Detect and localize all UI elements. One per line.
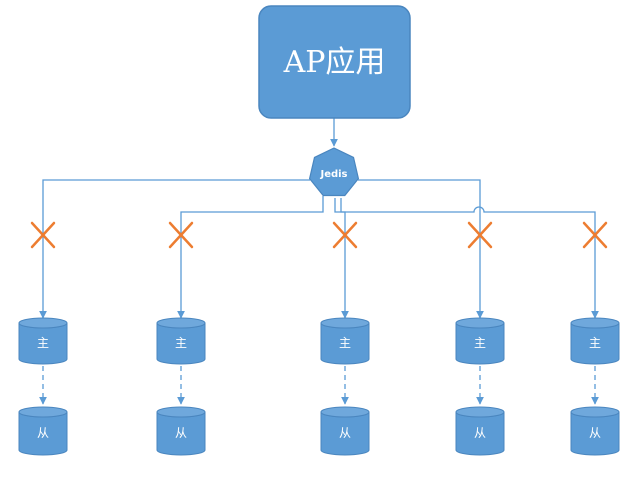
hub-to-master-connector-1	[39, 179, 310, 319]
slave-db-2-label: 从	[175, 426, 187, 440]
master-db-5: 主	[570, 317, 620, 365]
cross-mark-icon	[332, 221, 358, 249]
master-db-4: 主	[455, 317, 505, 365]
cross-mark-icon	[30, 221, 56, 249]
master-db-1: 主	[18, 317, 68, 365]
master-db-3: 主	[320, 317, 370, 365]
heptagon-icon	[308, 147, 360, 197]
master-db-1-label: 主	[37, 336, 49, 350]
cross-mark-icon	[168, 221, 194, 249]
slave-db-5-label: 从	[589, 426, 601, 440]
hub-to-master-connector-2	[177, 196, 324, 319]
cylinder-top	[18, 317, 68, 329]
cylinder-top	[320, 317, 370, 329]
app-label: AP应用	[283, 45, 386, 80]
cylinder-top	[455, 317, 505, 329]
cylinder-top	[455, 406, 505, 418]
slave-db-1: 从	[18, 406, 68, 456]
slave-db-4: 从	[455, 406, 505, 456]
app-node: AP应用	[258, 5, 411, 119]
cylinder-top	[320, 406, 370, 418]
hub-to-master-connector-4	[358, 179, 484, 319]
master-db-2: 主	[156, 317, 206, 365]
cylinder-top	[156, 406, 206, 418]
slave-db-4-label: 从	[474, 426, 486, 440]
slave-db-2: 从	[156, 406, 206, 456]
app-box	[258, 5, 411, 119]
failure-marks	[30, 221, 608, 249]
cylinder-top	[156, 317, 206, 329]
cross-mark-icon	[467, 221, 493, 249]
master-db-4-label: 主	[474, 336, 486, 350]
master-db-2-label: 主	[175, 336, 187, 350]
connector-lines	[39, 118, 599, 405]
hub-label: Jedis	[319, 169, 347, 180]
cylinder-top	[570, 317, 620, 329]
cross-mark-icon	[582, 221, 608, 249]
jedis-hub-node: Jedis	[308, 147, 360, 197]
hub-to-master-connector-5	[340, 198, 599, 319]
database-nodes: 主从 主从 主从 主从 主从	[18, 317, 620, 456]
slave-db-3: 从	[320, 406, 370, 456]
slave-db-3-label: 从	[339, 426, 351, 440]
master-db-3-label: 主	[339, 336, 351, 350]
cylinder-top	[570, 406, 620, 418]
hub-to-master-connector-3	[334, 198, 349, 319]
cylinder-top	[18, 406, 68, 418]
slave-db-1-label: 从	[37, 426, 49, 440]
slave-db-5: 从	[570, 406, 620, 456]
master-db-5-label: 主	[589, 336, 601, 350]
